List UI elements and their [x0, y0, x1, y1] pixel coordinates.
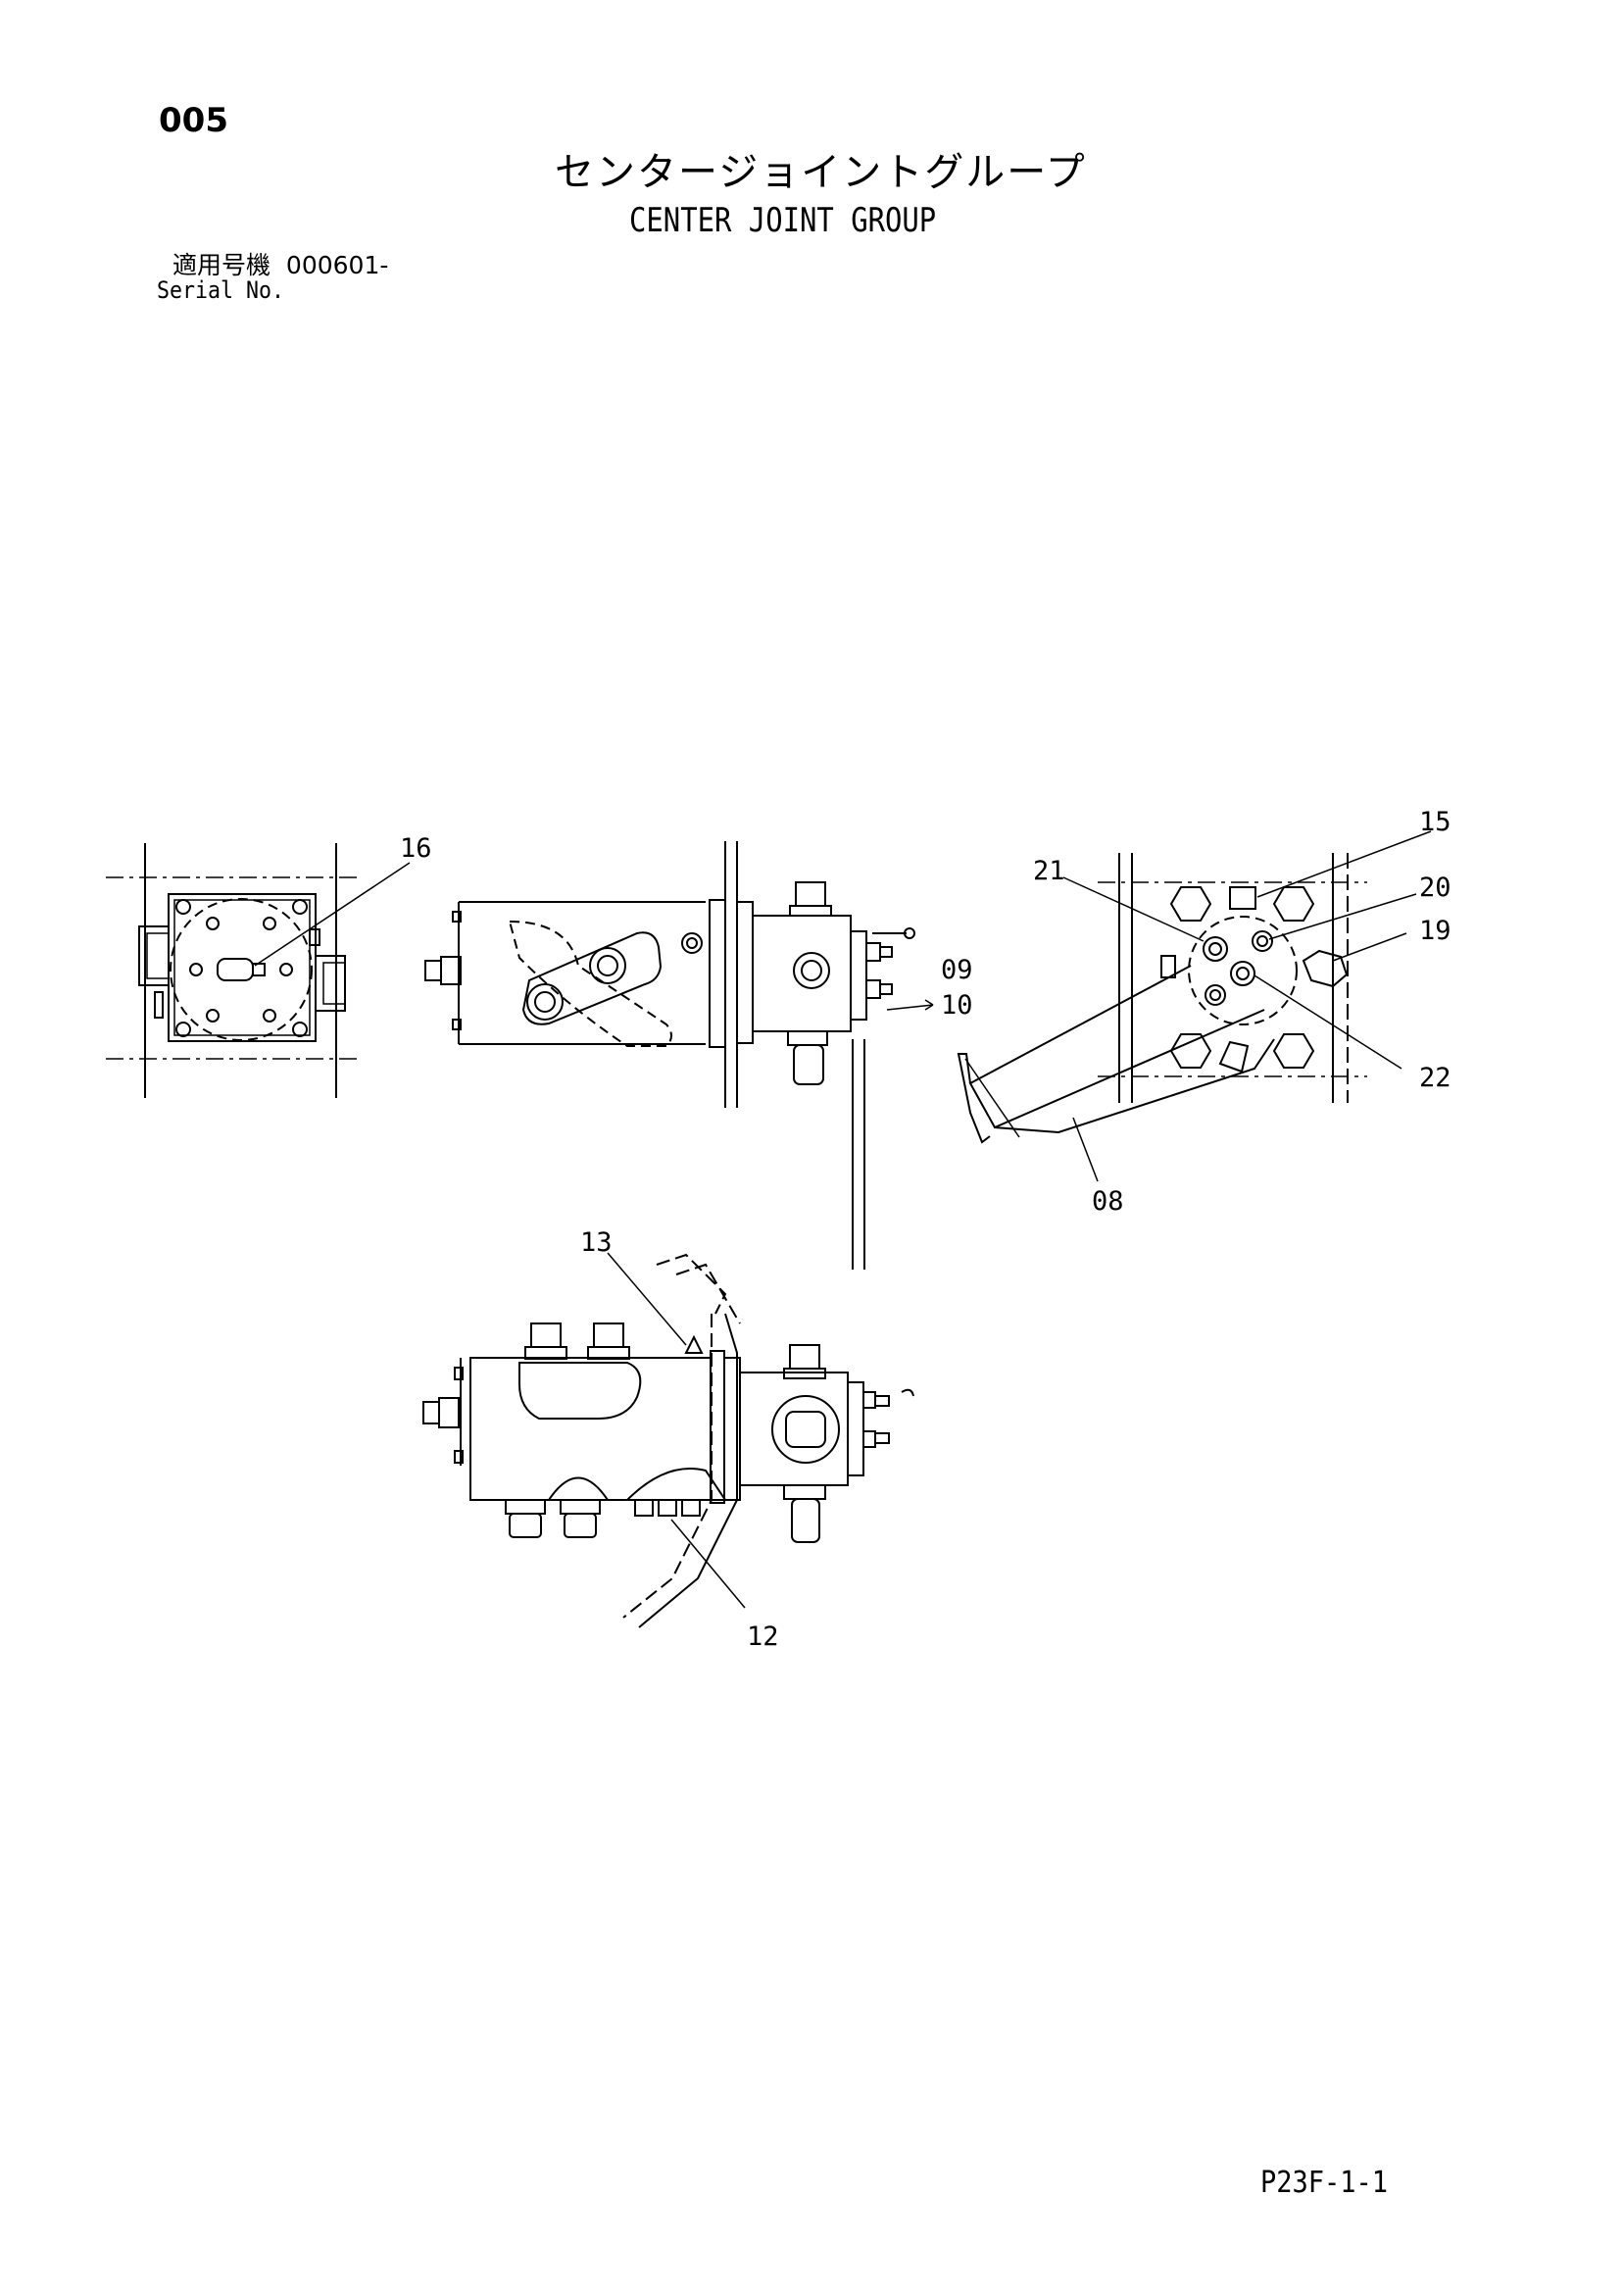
- callout-08: 08: [1092, 1186, 1124, 1217]
- center-joint-bottom-view: [422, 1253, 914, 1628]
- serial-label-jp-text: 適用号機: [172, 251, 271, 279]
- sheet-code: 005: [159, 101, 228, 140]
- callout-16: 16: [400, 833, 432, 864]
- callout-13: 13: [580, 1227, 613, 1258]
- serial-label-jp: 適用号機 000601-: [172, 253, 388, 277]
- center-joint-side-view: [424, 841, 915, 1270]
- center-joint-angled-view: [957, 853, 1367, 1144]
- callout-10: 10: [941, 990, 973, 1021]
- callout-15: 15: [1419, 807, 1451, 837]
- page-title-jp: センタージョイントグループ: [555, 150, 1087, 195]
- serial-label-en: Serial No.: [157, 276, 285, 304]
- callout-19: 19: [1419, 916, 1451, 946]
- center-joint-top-view: [106, 843, 363, 1098]
- page-reference: P23F-1-1: [1260, 2166, 1389, 2200]
- callout-leaders: [254, 830, 1432, 1609]
- serial-value: 000601-: [285, 251, 389, 279]
- callout-21: 21: [1033, 856, 1065, 886]
- callout-labels: 16 15 21 20 19 09 10 22 08 13 12: [400, 807, 1451, 1652]
- callout-09: 09: [941, 955, 973, 985]
- callout-12: 12: [747, 1622, 779, 1652]
- page-title-en: CENTER JOINT GROUP: [629, 201, 937, 240]
- callout-22: 22: [1419, 1063, 1451, 1093]
- callout-20: 20: [1419, 873, 1451, 903]
